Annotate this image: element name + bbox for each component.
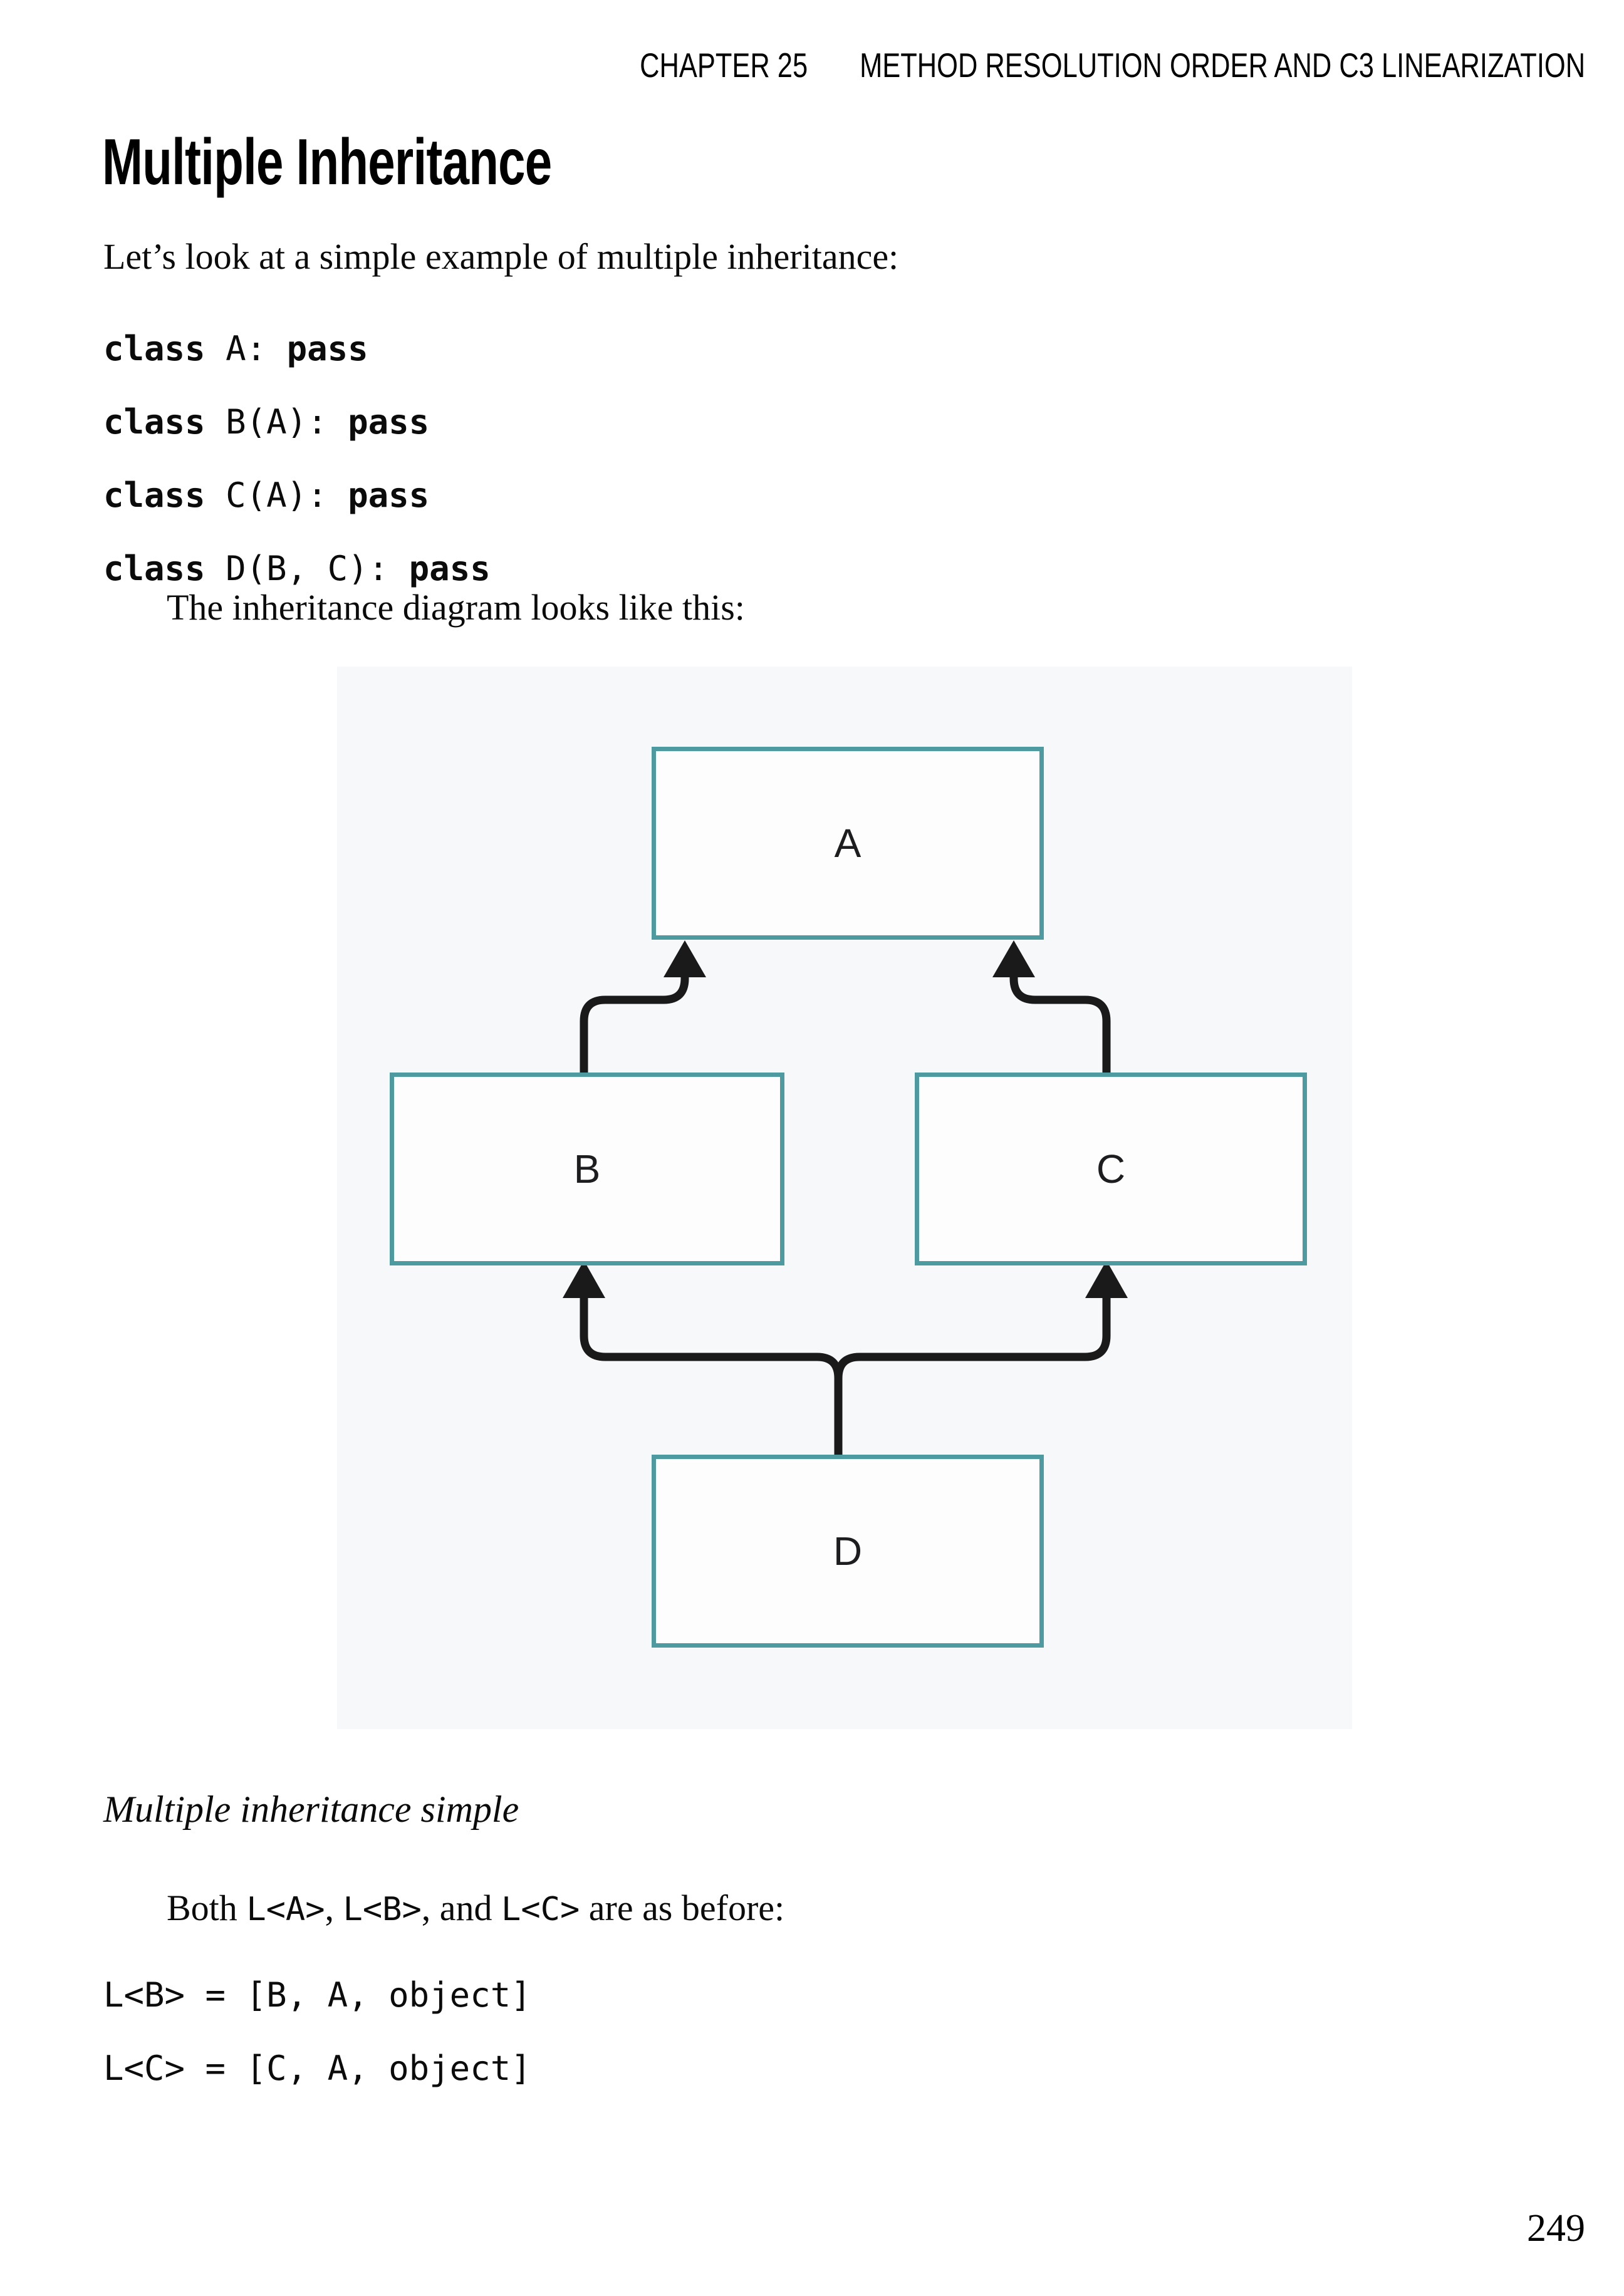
- keyword-pass: pass: [286, 329, 368, 368]
- code-line: class A: pass: [103, 312, 491, 385]
- code-line: class C(A): pass: [103, 459, 491, 532]
- keyword-class: class: [103, 549, 206, 588]
- edge-d-to-c: [834, 1298, 1111, 1455]
- inline-code-la: L<A>: [246, 1891, 325, 1928]
- code-line: class B(A): pass: [103, 385, 491, 459]
- class-node-d: D: [652, 1455, 1044, 1648]
- class-node-c: C: [915, 1073, 1307, 1265]
- keyword-class: class: [103, 329, 206, 368]
- page-number: 249: [1527, 2207, 1585, 2250]
- code-block-classes: class A: pass class B(A): pass class C(A…: [103, 312, 491, 605]
- keyword-class: class: [103, 475, 206, 515]
- diagram-arrows: [563, 940, 1128, 1455]
- inline-code-lb: L<B>: [343, 1891, 422, 1928]
- text-segment: , and: [421, 1888, 502, 1928]
- running-header: CHAPTER 25 METHOD RESOLUTION ORDER AND C3…: [640, 45, 1585, 85]
- inline-code-lc: L<C>: [501, 1891, 580, 1928]
- code-line: L<B> = [B, A, object]: [103, 1975, 531, 2015]
- inheritance-diagram: A B C D: [337, 667, 1352, 1729]
- intro-paragraph: Let’s look at a simple example of multip…: [103, 236, 899, 277]
- arrowhead-into-b: [563, 1260, 605, 1298]
- edge-b-to-a: [580, 967, 689, 1075]
- edge-c-to-a: [1009, 967, 1111, 1075]
- diagram-lead-paragraph: The inheritance diagram looks like this:: [167, 587, 745, 628]
- text-segment: Both: [167, 1888, 247, 1928]
- code-line: L<C> = [C, A, object]: [103, 2049, 531, 2088]
- text-segment: ,: [325, 1888, 343, 1928]
- chapter-label: CHAPTER 25: [640, 46, 808, 85]
- node-label: D: [833, 1529, 863, 1574]
- chapter-title: METHOD RESOLUTION ORDER AND C3 LINEARIZA…: [859, 46, 1585, 85]
- keyword-pass: pass: [348, 475, 430, 515]
- code-text: A:: [205, 329, 287, 368]
- keyword-pass: pass: [409, 549, 491, 588]
- code-text: B(A):: [205, 402, 348, 442]
- arrowhead-into-a-right: [992, 940, 1035, 977]
- code-line: class D(B, C): pass: [103, 532, 491, 605]
- linearization-paragraph: Both L<A>, L<B>, and L<C> are as before:: [167, 1887, 784, 1929]
- arrowhead-into-a-left: [664, 940, 706, 977]
- figure-caption: Multiple inheritance simple: [103, 1789, 519, 1830]
- keyword-class: class: [103, 402, 206, 442]
- code-block-linearizations: L<B> = [B, A, object] L<C> = [C, A, obje…: [103, 1958, 531, 2105]
- text-segment: are as before:: [580, 1888, 785, 1928]
- class-node-a: A: [652, 747, 1044, 940]
- code-text: C(A):: [205, 475, 348, 515]
- node-label: B: [573, 1146, 601, 1192]
- edge-d-to-b: [580, 1298, 843, 1455]
- page-title: Multiple Inheritance: [102, 126, 552, 199]
- node-label: C: [1096, 1146, 1126, 1192]
- keyword-pass: pass: [348, 402, 430, 442]
- arrowhead-into-c: [1085, 1260, 1128, 1298]
- node-label: A: [834, 821, 861, 866]
- class-node-b: B: [390, 1073, 784, 1265]
- code-text: D(B, C):: [205, 549, 409, 588]
